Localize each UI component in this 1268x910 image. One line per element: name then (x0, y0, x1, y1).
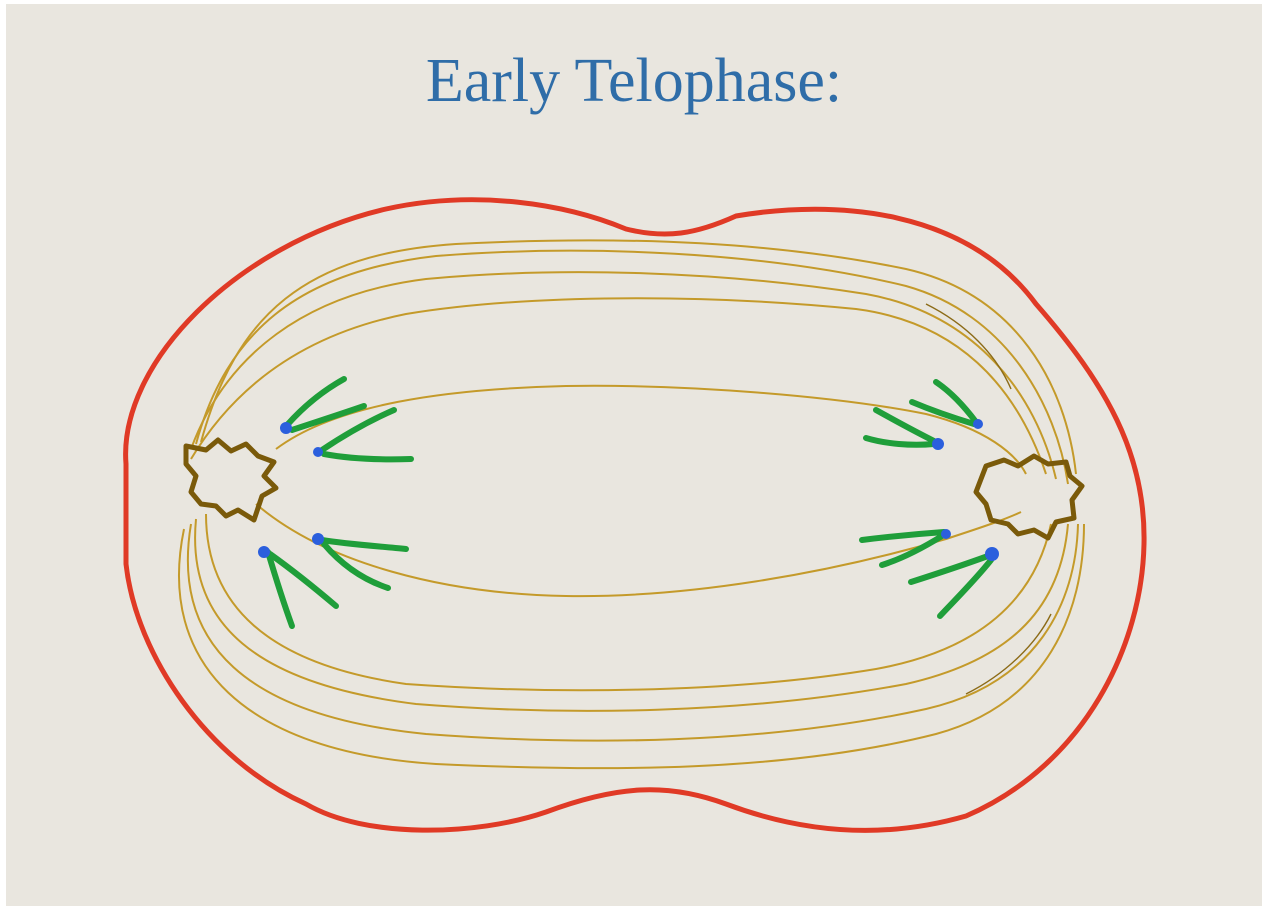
slide: Early Telophase: (6, 4, 1262, 906)
spindle-fibers (179, 240, 1084, 768)
left-chromosomes (268, 379, 411, 626)
telophase-diagram (6, 4, 1262, 906)
left-centrosome (186, 440, 276, 520)
right-chromosomes (862, 382, 991, 616)
right-centrosome (976, 456, 1082, 538)
